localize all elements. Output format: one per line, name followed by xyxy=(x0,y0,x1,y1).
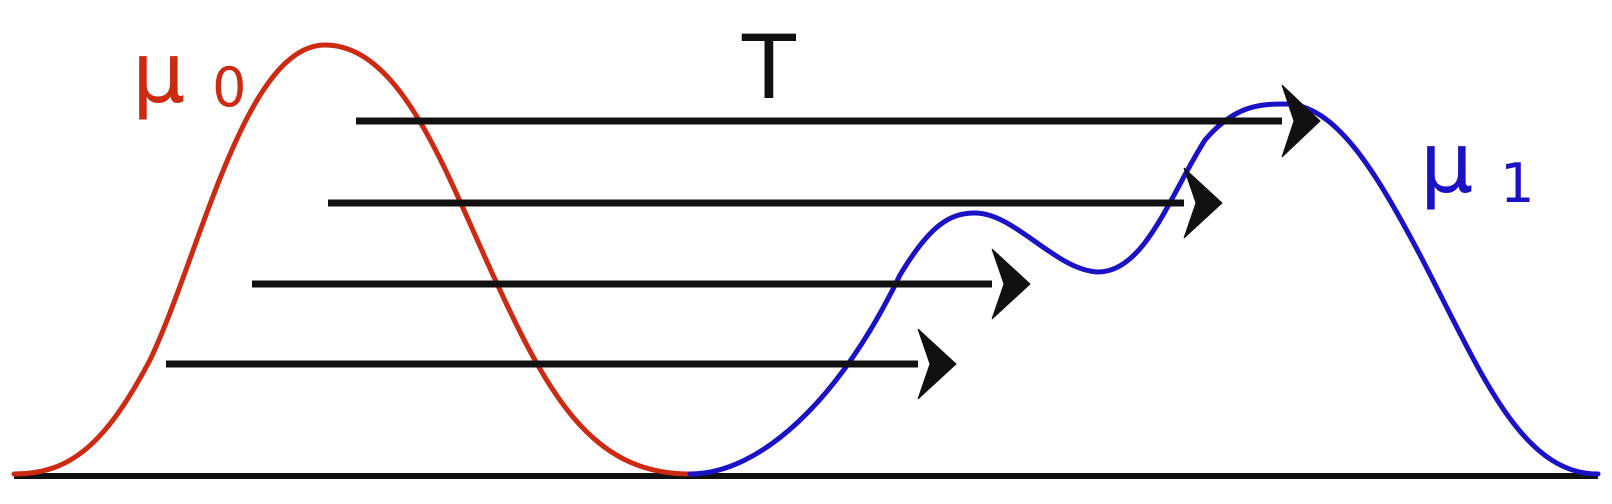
transport-map-label: T xyxy=(741,16,797,119)
source-label-subscript: 0 xyxy=(212,56,246,119)
target-distribution-label: μ 1 xyxy=(1420,114,1535,215)
target-label-subscript: 1 xyxy=(1500,152,1534,215)
transport-arrow xyxy=(252,248,1031,320)
transport-arrow xyxy=(328,167,1223,239)
source-distribution-label: μ 0 xyxy=(132,24,247,122)
source-label-symbol: μ xyxy=(132,24,185,122)
transport-arrow xyxy=(356,84,1321,158)
transport-arrow xyxy=(166,328,957,400)
transport-arrows xyxy=(166,84,1321,400)
target-distribution-curve xyxy=(687,101,1601,477)
source-distribution-curve xyxy=(11,42,693,477)
target-label-symbol: μ xyxy=(1420,114,1473,212)
